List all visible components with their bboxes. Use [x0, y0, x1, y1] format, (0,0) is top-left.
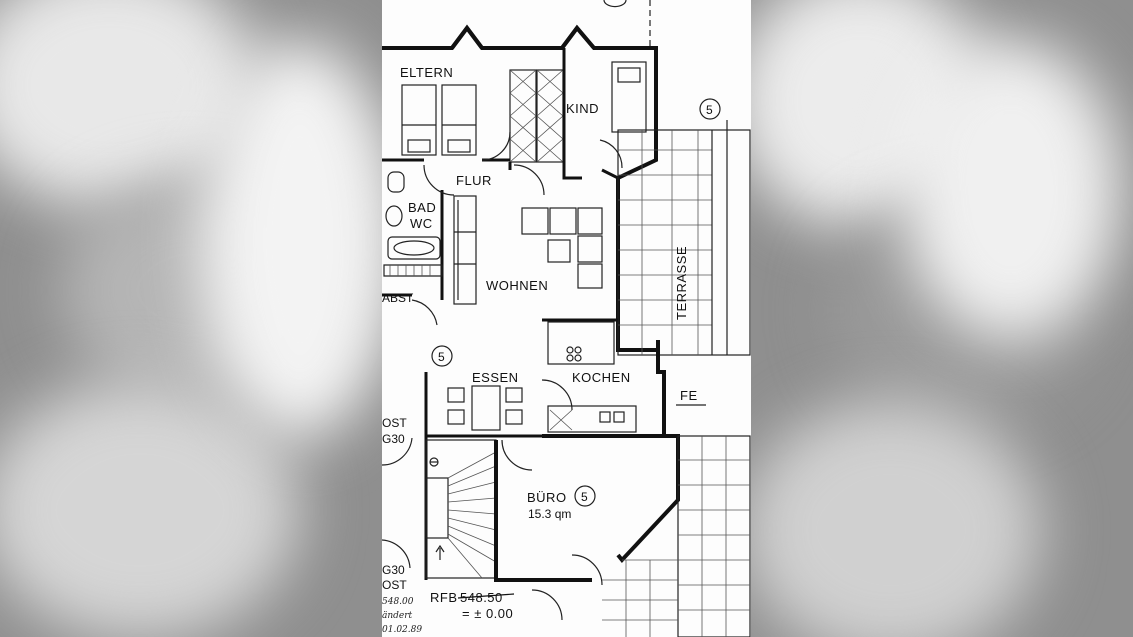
door-swing	[481, 131, 511, 161]
floor-plan: ELTERN KIND FLUR BAD WC	[382, 0, 751, 637]
room-label-bad: BAD	[408, 200, 436, 215]
door-swing	[513, 164, 545, 196]
blurred-background-right	[751, 0, 1133, 637]
marker-5: 5	[699, 98, 721, 120]
room-label-eltern: ELTERN	[400, 65, 453, 80]
room-label-kochen: KOCHEN	[572, 370, 631, 385]
svg-text:5: 5	[706, 103, 713, 117]
shelving	[453, 195, 477, 305]
wardrobe	[509, 69, 564, 163]
marker-5: 5	[574, 485, 596, 507]
label-g30-bottom: G30	[382, 563, 405, 577]
handwritten-note: 01.02.89	[382, 625, 422, 635]
blurred-background-left	[0, 0, 382, 637]
kitchen-counter	[547, 321, 637, 433]
door-swing	[571, 554, 603, 586]
door-swing	[423, 164, 455, 196]
room-label-wc: WC	[410, 216, 433, 231]
room-label-kind: KIND	[566, 101, 599, 116]
area-label-terrasse: TERRASSE	[674, 246, 689, 320]
door-swing	[382, 437, 413, 466]
room-area-buero: 15.3 qm	[528, 507, 571, 521]
door-swing	[411, 299, 438, 326]
double-bed	[401, 84, 477, 156]
label-ost-bottom: OST	[382, 578, 407, 592]
door-swing	[599, 139, 623, 169]
room-label-essen: ESSEN	[472, 370, 519, 385]
door-swing	[382, 539, 411, 569]
single-bed	[611, 61, 647, 133]
label-ost-top: OST	[382, 416, 407, 430]
svg-text:5: 5	[438, 350, 445, 364]
south-paving	[602, 435, 751, 637]
rfb-old-value: 548.50	[460, 590, 503, 605]
room-label-wohnen: WOHNEN	[486, 278, 548, 293]
rfb-label: RFB	[430, 590, 458, 605]
svg-text:5: 5	[581, 490, 588, 504]
room-label-buero: BÜRO	[527, 490, 567, 505]
door-swing	[541, 379, 573, 411]
door-swing-top	[603, 0, 627, 8]
room-label-flur: FLUR	[456, 173, 492, 188]
marker-5: 5	[431, 345, 453, 367]
handwritten-note: 548.00	[382, 597, 414, 607]
label-fe: FE	[680, 388, 698, 403]
door-swing	[501, 439, 533, 471]
sofa-group	[521, 207, 603, 289]
handwritten-note: ändert	[382, 611, 413, 621]
door-swing	[531, 589, 563, 621]
bathroom-fixtures	[383, 171, 443, 277]
dining-table	[447, 385, 523, 431]
label-g30-top: G30	[382, 432, 405, 446]
terrace-paving	[617, 120, 751, 356]
staircase	[425, 439, 497, 579]
room-label-abst: ABST	[382, 291, 414, 305]
floor-plan-drawing: ELTERN KIND FLUR BAD WC	[382, 0, 751, 637]
rfb-new-value: = ± 0.00	[462, 606, 513, 621]
